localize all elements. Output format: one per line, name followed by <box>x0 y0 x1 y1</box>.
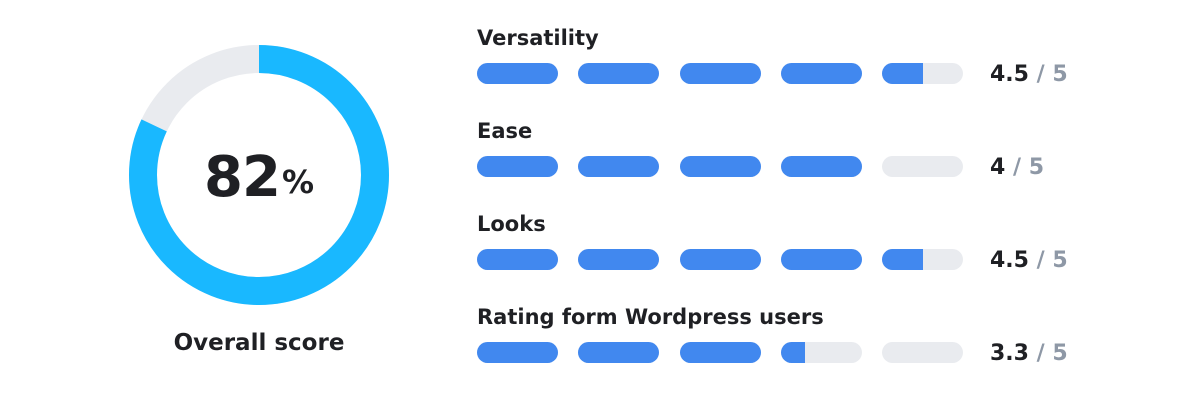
rating-max: 5 <box>1052 248 1068 273</box>
rating-segment-fill <box>780 342 806 363</box>
rating-separator: / <box>1036 62 1045 87</box>
rating-segment-fill <box>477 63 558 84</box>
rating-label: Versatility <box>477 26 599 50</box>
rating-row-versatility: Versatility 4.5 / 5 <box>477 22 1097 115</box>
rating-score: 4.5 <box>990 62 1029 87</box>
rating-segment-fill <box>679 342 761 363</box>
rating-label: Ease <box>477 119 533 143</box>
rating-segment <box>679 63 761 84</box>
overall-score-donut: 82 % <box>128 44 390 306</box>
rating-segment <box>679 342 761 363</box>
rating-segment <box>578 249 660 270</box>
rating-segment-fill <box>477 342 558 363</box>
rating-segment <box>578 63 660 84</box>
rating-max: 5 <box>1052 341 1068 366</box>
rating-value: 4.5 / 5 <box>990 62 1068 87</box>
rating-bars <box>477 156 963 177</box>
overall-score-value: 82 <box>204 144 281 210</box>
overall-score-label: Overall score <box>173 330 345 356</box>
rating-segment-fill <box>679 249 761 270</box>
rating-row-ease: Ease 4 / 5 <box>477 115 1097 208</box>
score-readout: 82 % <box>128 44 390 306</box>
rating-segment-fill <box>780 249 862 270</box>
donut-chart <box>129 45 389 305</box>
rating-bars <box>477 342 963 363</box>
rating-row-wordpress-users: Rating form Wordpress users 3.3 / 5 <box>477 301 1097 394</box>
donut-arc <box>129 45 389 305</box>
rating-bars <box>477 249 963 270</box>
rating-label: Looks <box>477 212 546 236</box>
rating-max: 5 <box>1028 155 1045 180</box>
rating-segment-fill <box>578 63 660 84</box>
rating-segment-fill <box>578 156 660 177</box>
rating-segment <box>882 249 963 270</box>
rating-segment <box>882 63 963 84</box>
rating-score: 3.3 <box>990 341 1029 366</box>
rating-score: 4 <box>990 155 1006 180</box>
rating-value: 4.5 / 5 <box>990 248 1068 273</box>
rating-segment <box>679 156 761 177</box>
rating-segment <box>780 342 862 363</box>
rating-segment <box>477 342 558 363</box>
rating-segment-fill <box>477 156 558 177</box>
rating-segment <box>882 342 963 363</box>
rating-segment-fill <box>679 63 761 84</box>
rating-segment <box>477 249 558 270</box>
rating-segment-fill <box>679 156 761 177</box>
rating-segment <box>780 249 862 270</box>
rating-segment-fill <box>780 156 862 177</box>
rating-value: 3.3 / 5 <box>990 341 1068 366</box>
rating-separator: / <box>1036 341 1045 366</box>
rating-value: 4 / 5 <box>990 155 1044 180</box>
rating-bars <box>477 63 963 84</box>
rating-segment-fill <box>578 249 660 270</box>
rating-segment <box>882 156 963 177</box>
rating-separator: / <box>1012 155 1022 180</box>
rating-segment <box>578 156 660 177</box>
rating-max: 5 <box>1052 62 1068 87</box>
overall-score-unit: % <box>281 163 314 201</box>
rating-segment-fill <box>477 249 558 270</box>
rating-segment <box>477 156 558 177</box>
rating-segment-fill <box>882 249 923 270</box>
rating-score: 4.5 <box>990 248 1029 273</box>
rating-segment-fill <box>780 63 862 84</box>
rating-segment <box>679 249 761 270</box>
ratings-list: Versatility 4.5 / 5 Ease 4 / 5 Looks 4.5… <box>477 22 1097 394</box>
rating-label: Rating form Wordpress users <box>477 305 824 329</box>
rating-segment <box>780 156 862 177</box>
rating-segment <box>477 63 558 84</box>
rating-segment-fill <box>882 63 923 84</box>
rating-row-looks: Looks 4.5 / 5 <box>477 208 1097 301</box>
rating-segment <box>578 342 660 363</box>
rating-segment <box>780 63 862 84</box>
rating-segment-fill <box>578 342 660 363</box>
rating-separator: / <box>1036 248 1045 273</box>
